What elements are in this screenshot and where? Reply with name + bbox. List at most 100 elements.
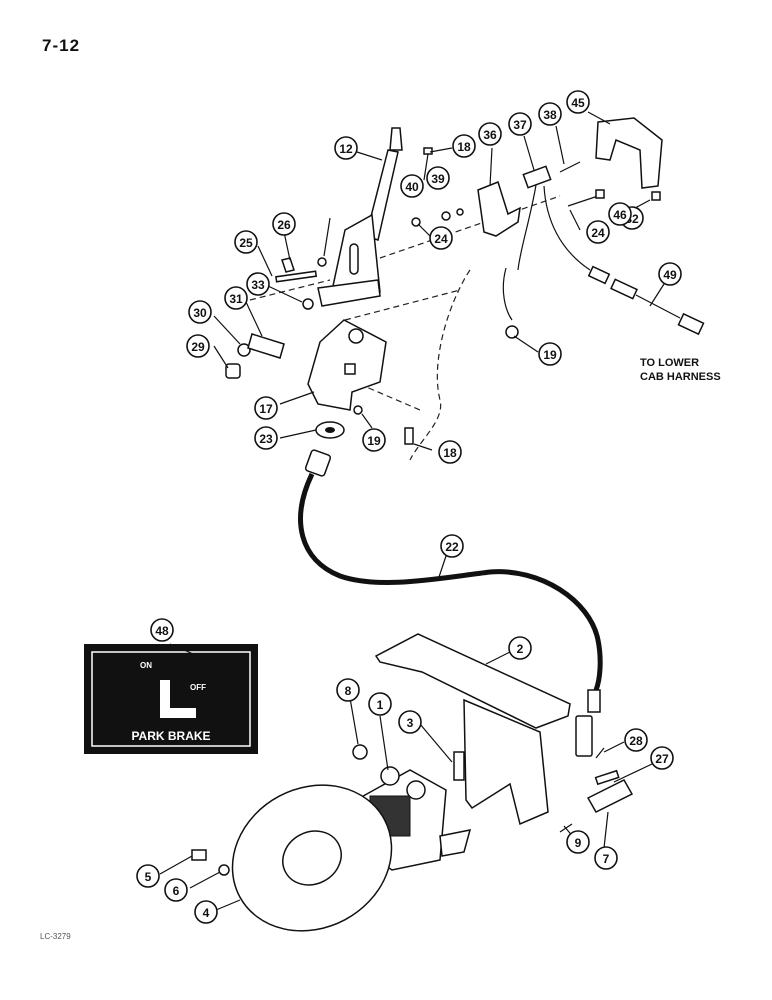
callout-label: 33: [251, 278, 265, 292]
callout-label: 3: [407, 716, 414, 730]
callout-label: 12: [339, 142, 353, 156]
callout-8: 8: [336, 678, 360, 702]
callout-12: 12: [334, 136, 358, 160]
callout-label: 40: [405, 180, 419, 194]
switch-bolt: [567, 189, 605, 207]
callout-49: 49: [658, 262, 682, 286]
callout-label: 49: [663, 268, 677, 282]
page-number: 7-12: [42, 36, 81, 55]
caliper-mounting-bracket: [374, 633, 571, 826]
callout-label: 45: [571, 96, 585, 110]
callout-label: 19: [367, 434, 381, 448]
callout-23: 23: [254, 426, 278, 450]
callout-31: 31: [224, 286, 248, 310]
link-plate: [247, 333, 285, 359]
bracket-bolt: [453, 751, 465, 781]
callout-25: 25: [234, 230, 258, 254]
callout-label: 8: [345, 684, 352, 698]
grommet-hole: [325, 427, 335, 433]
brake-lever: [317, 127, 403, 307]
nut: [302, 298, 314, 310]
clevis-pin: [586, 779, 634, 813]
callout-label: 23: [259, 432, 273, 446]
lever-mounting-bracket: [307, 319, 387, 411]
callout-label: 29: [191, 340, 205, 354]
callout-9: 9: [566, 830, 590, 854]
callout-label: 22: [445, 540, 459, 554]
callout-label: 9: [575, 836, 582, 850]
washer: [352, 744, 368, 760]
decal-off-label: OFF: [190, 683, 206, 692]
callout-label: 2: [517, 642, 524, 656]
lower-cab-harness-note: TO LOWER CAB HARNESS: [640, 356, 721, 384]
callout-24: 24: [429, 226, 453, 250]
callout-17: 17: [254, 396, 278, 420]
callout-6: 6: [164, 878, 188, 902]
screw: [559, 161, 581, 173]
clevis-pin-small: [594, 769, 620, 786]
callout-46: 46: [608, 202, 632, 226]
harness-note-line2: CAB HARNESS: [640, 371, 721, 383]
callout-label: 18: [443, 446, 457, 460]
washer: [317, 257, 327, 267]
harness-note-line1: TO LOWER: [640, 357, 700, 369]
dashed-assembly-line: [249, 279, 331, 301]
callout-18: 18: [452, 134, 476, 158]
callout-label: 1: [377, 698, 384, 712]
callout-28: 28: [624, 728, 648, 752]
park-brake-cable: [298, 449, 603, 757]
washer: [218, 864, 230, 876]
callout-label: 26: [277, 218, 291, 232]
bolt: [404, 427, 414, 445]
callout-label: 28: [629, 734, 643, 748]
nut: [353, 405, 363, 415]
callout-leaders: [159, 111, 665, 911]
callout-33: 33: [246, 272, 270, 296]
callout-label: 25: [239, 236, 253, 250]
nut: [441, 211, 451, 221]
spacer: [225, 363, 241, 379]
callout-label: 18: [457, 140, 471, 154]
callout-4: 4: [194, 900, 218, 924]
callout-29: 29: [186, 334, 210, 358]
bolt-top: [423, 147, 433, 181]
cover-bolt: [651, 191, 661, 201]
callout-37: 37: [508, 112, 532, 136]
callout-39: 39: [426, 166, 450, 190]
callout-label: 39: [431, 172, 445, 186]
callout-30: 30: [188, 300, 212, 324]
callout-48: 48: [150, 618, 174, 642]
park-brake-decal: ON OFF PARK BRAKE: [84, 644, 258, 754]
switch-cover: [595, 117, 663, 189]
callout-40: 40: [400, 174, 424, 198]
decal-title: PARK BRAKE: [131, 729, 210, 743]
callout-45: 45: [566, 90, 590, 114]
callout-label: 30: [193, 306, 207, 320]
cotter-pin: [595, 747, 605, 759]
callout-26: 26: [272, 212, 296, 236]
callout-36: 36: [478, 122, 502, 146]
park-brake-switch: [502, 165, 705, 339]
callout-22: 22: [440, 534, 464, 558]
dashed-assembly-line: [379, 195, 561, 259]
brake-disc: [231, 784, 393, 932]
callout-label: 17: [259, 402, 273, 416]
callout-label: 19: [543, 348, 557, 362]
callout-label: 38: [543, 108, 557, 122]
callout-27: 27: [650, 746, 674, 770]
callout-label: 4: [203, 906, 210, 920]
cotter-pin: [281, 257, 295, 273]
callout-3: 3: [398, 710, 422, 734]
disc-bolt: [191, 849, 207, 861]
callout-19: 19: [362, 428, 386, 452]
callout-label: 46: [613, 208, 627, 222]
pivot-pin: [275, 270, 318, 283]
callout-label: 24: [434, 232, 448, 246]
callout-24: 24: [586, 220, 610, 244]
callout-5: 5: [136, 864, 160, 888]
callout-label: 36: [483, 128, 497, 142]
figure-reference: LC-3279: [40, 932, 71, 941]
